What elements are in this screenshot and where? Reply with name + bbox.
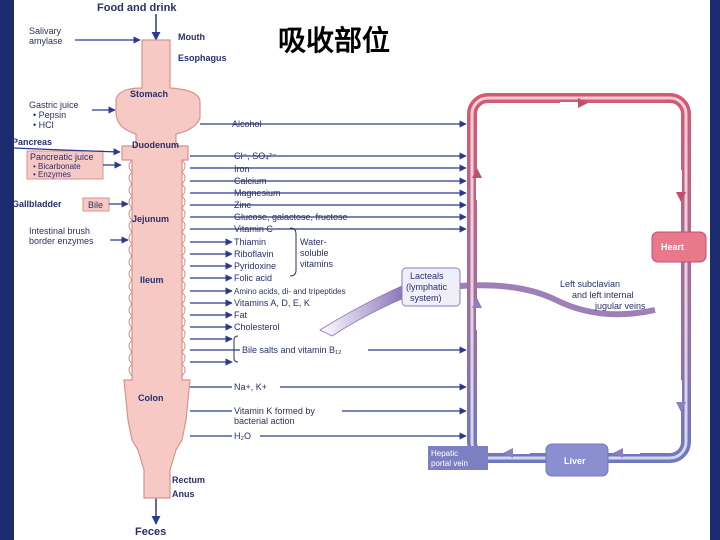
gastric-juice-label: Gastric juice (29, 100, 79, 110)
hcl-label: • HCl (33, 120, 54, 130)
heart-label: Heart (661, 242, 684, 252)
lacteals-label-1: Lacteals (410, 271, 444, 281)
subclavian-label-3: jugular veins (594, 301, 646, 311)
thiamin-label: Thiamin (234, 237, 266, 247)
water-soluble-label-1: Water- (300, 237, 327, 247)
folic-acid-label: Folic acid (234, 273, 272, 283)
bile-label: Bile (88, 200, 103, 210)
pancreas-arrow (13, 147, 121, 156)
iron-label: Iron (234, 164, 250, 174)
esophagus-label: Esophagus (178, 53, 227, 63)
lymph-to-subclavian-vessel (459, 282, 656, 318)
subclavian-label-2: and left internal (572, 290, 634, 300)
jejunum-label: Jejunum (132, 214, 169, 224)
salivary-label: Salivary (29, 26, 62, 36)
feces-label: Feces (135, 526, 166, 538)
stomach-label: Stomach (130, 89, 168, 99)
sugars-label: Glucose, galactose, fructose (234, 212, 348, 222)
slide-frame-right (710, 0, 720, 540)
heart-box (651, 231, 707, 263)
bile-salts-label: Bile salts and vitamin B₁₂ (242, 345, 342, 355)
zinc-label: Zinc (234, 200, 252, 210)
food-and-drink-label: Food and drink (97, 2, 177, 14)
slide-frame-left (0, 0, 14, 540)
vitamin-k-label-1: Vitamin K formed by (234, 406, 315, 416)
riboflavin-label: Riboflavin (234, 249, 274, 259)
brush-border-label-1: Intestinal brush (29, 226, 90, 236)
digestive-tract (115, 39, 201, 499)
amylase-label: amylase (29, 36, 63, 46)
h2o-label: H₂O (234, 431, 251, 441)
pyridoxine-label: Pyridoxine (234, 261, 276, 271)
na-k-label-bg (232, 382, 280, 394)
lacteals-label-3: system) (410, 293, 442, 303)
amino-acids-label: Amino acids, di- and tripeptides (234, 287, 346, 296)
hepatic-label-1: Hepatic (431, 449, 458, 458)
colon-label: Colon (138, 393, 164, 403)
mouth-label: Mouth (178, 32, 205, 42)
enzymes-label: • Enzymes (33, 170, 71, 179)
vitamin-k-label-bg (232, 405, 342, 427)
duodenum-label: Duodenum (132, 140, 179, 150)
ileum-label: Ileum (140, 275, 164, 285)
rectum-label: Rectum (172, 475, 205, 485)
bile-salts-bracket (233, 335, 239, 363)
bicarbonate-label: • Bicarbonate (33, 162, 81, 171)
water-soluble-label-3: vitamins (300, 259, 334, 269)
magnesium-label: Magnesium (234, 188, 281, 198)
bile-salts-label-bg (240, 344, 368, 356)
alcohol-label: Alcohol (232, 119, 262, 129)
cholesterol-label: Cholesterol (234, 322, 280, 332)
vitamin-k-label-2: bacterial action (234, 416, 295, 426)
pancreatic-juice-label: Pancreatic juice (30, 152, 94, 162)
pepsin-label: • Pepsin (33, 110, 66, 120)
liver-label: Liver (564, 456, 586, 466)
lacteals-box (401, 267, 461, 307)
cl-so4-label: Cl⁻, SO₄²⁻ (234, 151, 277, 161)
gallbladder-label: Gallbladder (12, 199, 62, 209)
page-title: 吸收部位 (278, 24, 390, 57)
vitamins-adek-label: Vitamins A, D, E, K (234, 298, 310, 308)
fat-label: Fat (234, 310, 248, 320)
water-soluble-label-2: soluble (300, 248, 329, 258)
na-k-label: Na+, K+ (234, 382, 267, 392)
anus-label: Anus (172, 489, 195, 499)
brush-border-label-2: border enzymes (29, 236, 94, 246)
h2o-label-bg (232, 430, 260, 442)
water-soluble-bracket (289, 227, 297, 277)
lacteals-label-2: (lymphatic (406, 282, 448, 292)
vitamin-c-label: Vitamin C (234, 224, 273, 234)
pancreas-label: Pancreas (12, 137, 52, 147)
liver-box (545, 443, 609, 477)
hepatic-label-2: portal vein (431, 459, 468, 468)
hepatic-portal-bg (428, 446, 488, 470)
calcium-label: Calcium (234, 176, 267, 186)
subclavian-label-1: Left subclavian (560, 279, 620, 289)
circulation-loop (467, 93, 691, 463)
